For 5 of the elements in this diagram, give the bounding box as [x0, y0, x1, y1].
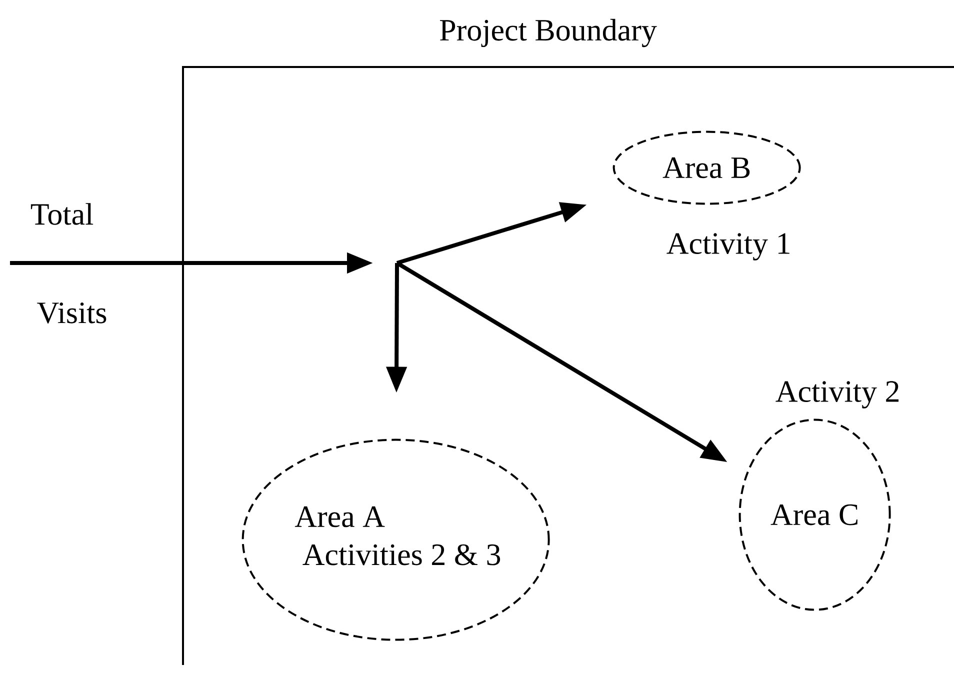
boundary-heading: Project Boundary	[440, 18, 657, 48]
flow-label: Visits	[37, 302, 106, 324]
flow-label: Total	[30, 203, 94, 225]
area-caption: Activity 2	[776, 381, 899, 408]
area-caption: Activity 1	[666, 233, 790, 260]
